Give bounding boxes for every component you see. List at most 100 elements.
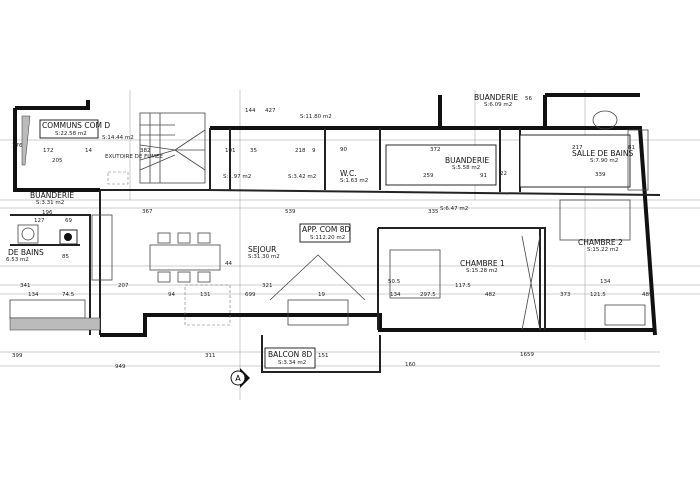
dimension-label: 217 xyxy=(572,145,583,151)
dimension-label: 297.5 xyxy=(420,292,436,298)
room-area-bains-left: 6.53 m2 xyxy=(6,257,29,263)
dimension-label: 144 xyxy=(245,108,256,114)
dimension-label: 311 xyxy=(205,353,216,359)
room-area-balcon: S:3.34 m2 xyxy=(278,360,306,366)
dimension-label: 205 xyxy=(52,158,63,164)
exutoire-label: EXUTOIRE DE FUMEE xyxy=(105,154,163,160)
dimension-label: 176 xyxy=(12,143,23,149)
dimension-label: 127 xyxy=(34,218,45,224)
wall-hatch xyxy=(21,115,31,166)
kitchen-counter xyxy=(91,214,113,281)
room-area-salle-de-bains: S:7.90 m2 xyxy=(590,158,618,164)
dimension-label: 81 xyxy=(628,145,635,151)
dimension-label: 85 xyxy=(62,254,69,260)
room-name-communs: COMMUNS COM D xyxy=(42,121,110,130)
dimension-label: 339 xyxy=(595,172,606,178)
apartment-area: S:112.20 m2 xyxy=(310,235,345,241)
dimension-label: 259 xyxy=(423,173,434,179)
bed-2 xyxy=(559,199,631,241)
dimension-label: 372 xyxy=(430,147,441,153)
dimension-label: 699 xyxy=(245,292,256,298)
room-name-buanderie: BUANDERIE xyxy=(445,156,489,165)
dimension-label: 172 xyxy=(43,148,54,154)
room-name-wc: W.C. xyxy=(340,169,357,178)
room-area-buanderie: S:5.58 m2 xyxy=(452,165,480,171)
staircase xyxy=(139,113,206,183)
dimension-label: 134 xyxy=(28,292,39,298)
section-marker-label: A xyxy=(235,374,241,383)
dimension-label: 91 xyxy=(480,173,487,179)
dimension-label: 382 xyxy=(140,148,151,154)
room-labels: COMMUNS COM D S:22.58 m2 S:14.44 m2 EXUT… xyxy=(6,93,634,369)
dimension-label: 341 xyxy=(20,283,31,289)
dimension-label: 90 xyxy=(340,147,347,153)
room-area-communs: S:22.58 m2 xyxy=(55,131,87,137)
dimension-label: 94 xyxy=(168,292,175,298)
room-name-balcon: BALCON 8D xyxy=(268,350,312,359)
dimension-label: 489 xyxy=(642,292,653,298)
dimension-label: 131 xyxy=(200,292,211,298)
bathtub xyxy=(627,129,649,191)
bed-1 xyxy=(389,249,441,299)
room-area-chambre2: S:15.22 m2 xyxy=(587,247,619,253)
dining-table xyxy=(149,244,221,271)
balcony xyxy=(261,335,381,373)
room-name-chambre2: CHAMBRE 2 xyxy=(578,238,623,247)
dimension-label: 427 xyxy=(265,108,276,114)
dimension-label: 949 xyxy=(115,364,126,370)
room-name-bains-left: DE BAINS xyxy=(8,248,44,257)
dimension-label: 14 xyxy=(85,148,92,154)
room-area-hall: S:1.97 m2 xyxy=(223,174,251,180)
dimension-label: 35 xyxy=(250,148,257,154)
dimension-labels: 172 205 14 382 101 35 218 9 90 372 259 9… xyxy=(12,96,653,370)
room-area-communs-sub: S:14.44 m2 xyxy=(102,135,134,141)
dimension-label: 218 xyxy=(295,148,306,154)
dimension-label: 117.5 xyxy=(455,283,471,289)
buanderie-room-outline xyxy=(385,144,497,186)
section-marker: A xyxy=(230,368,250,388)
reference-grid xyxy=(0,90,700,400)
room-area-hall2: S:6.47 m2 xyxy=(440,206,468,212)
dimension-label: 1659 xyxy=(520,352,534,358)
dimension-label: 160 xyxy=(405,362,416,368)
room-name-chambre1: CHAMBRE 1 xyxy=(460,259,505,268)
dimension-label: 134 xyxy=(600,279,611,285)
bathroom-outline xyxy=(519,134,631,188)
dimension-label: 539 xyxy=(285,209,296,215)
dimension-label: 151 xyxy=(318,353,329,359)
dimension-label: 22 xyxy=(500,171,507,177)
furniture xyxy=(91,199,646,331)
room-name-salle-de-bains: SALLE DE BAINS xyxy=(572,149,634,158)
room-area-upper: S:11.80 m2 xyxy=(300,114,332,120)
room-area-corridor: S:3.42 m2 xyxy=(288,174,316,180)
dimension-label: 69 xyxy=(65,218,72,224)
desk xyxy=(604,304,646,326)
communs-area xyxy=(13,100,210,335)
sofa xyxy=(287,299,349,326)
room-name-buanderie-top: BUANDERIE xyxy=(474,93,518,102)
dimension-label: 101 xyxy=(225,148,236,154)
sink xyxy=(592,110,618,130)
room-name-buanderie-left: BUANDERIE xyxy=(30,191,74,200)
dimension-label: 121.5 xyxy=(590,292,606,298)
dimension-label: 399 xyxy=(12,353,23,359)
dimension-label: 50.5 xyxy=(388,279,401,285)
dimension-label: 321 xyxy=(262,283,273,289)
left-rooms xyxy=(9,214,101,335)
room-name-sejour: SEJOUR xyxy=(248,245,276,254)
dimension-label: 56 xyxy=(525,96,532,102)
dimension-label: 482 xyxy=(485,292,496,298)
dimension-label: 134 xyxy=(390,292,401,298)
room-area-sejour: S:31.30 m2 xyxy=(248,254,280,260)
dimension-label: 44 xyxy=(225,261,232,267)
room-area-buanderie-top: S:6.09 m2 xyxy=(484,102,512,108)
apartment-name: APP. COM 8D xyxy=(302,225,351,234)
room-area-wc: S:1.63 m2 xyxy=(340,178,368,184)
dimension-label: 367 xyxy=(142,209,153,215)
dimension-label: 19 xyxy=(318,292,325,298)
apartment-walls xyxy=(100,93,661,337)
room-area-chambre1: S:15.28 m2 xyxy=(466,268,498,274)
dimension-label: 74.5 xyxy=(62,292,75,298)
dimension-label: 207 xyxy=(118,283,129,289)
